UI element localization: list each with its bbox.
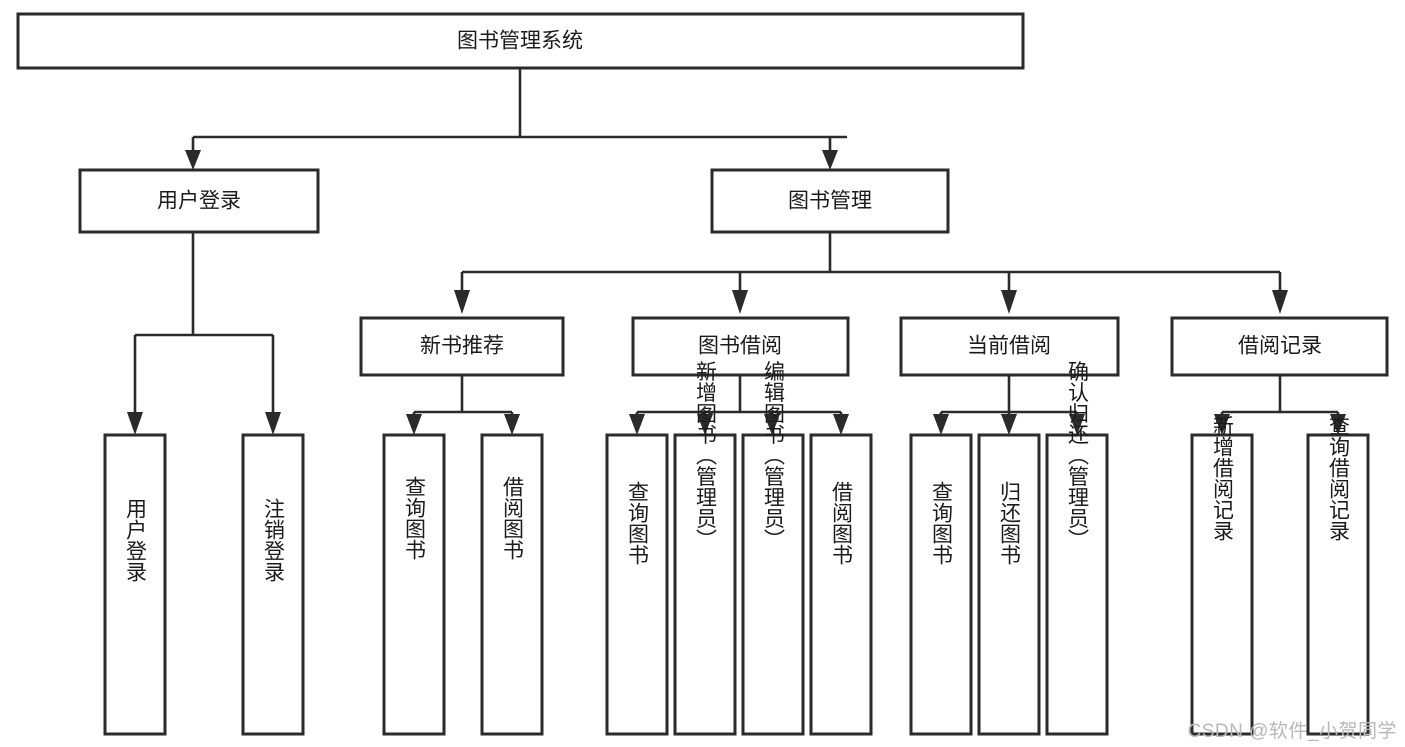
arrow-head-icon (1214, 414, 1230, 435)
leaf-book-borrow-3-label: 编辑图书（管理员） (762, 361, 786, 550)
leaf-new-book-2-label: 借阅图书 (501, 476, 525, 560)
connector-root-to-level1 (185, 68, 847, 170)
node-borrow-record[interactable]: 借阅记录 (1170, 316, 1389, 377)
leaf-current-borrow-3-label: 确认归还（管理员） (1066, 361, 1090, 550)
leaf-new-book-1-label: 查询图书 (403, 476, 427, 560)
leaf-new-book-1[interactable]: 查询图书 (382, 433, 446, 736)
leaf-borrow-record-1-label: 新增借阅记录 (1211, 415, 1235, 541)
connector-userlogin-to-leaves (127, 232, 281, 435)
connector-newbook-to-leaves (406, 375, 520, 435)
leaf-user-login-2-label: 注销登录 (262, 498, 286, 582)
leaf-book-borrow-4[interactable]: 借阅图书 (809, 433, 873, 736)
arrow-head-icon (732, 290, 748, 314)
node-root-label: 图书管理系统 (457, 30, 583, 53)
node-root[interactable]: 图书管理系统 (16, 12, 1025, 70)
leaf-book-borrow-2-label: 新增图书（管理员） (694, 361, 718, 550)
leaf-book-borrow-4-label: 借阅图书 (830, 481, 854, 565)
leaf-user-login-2[interactable]: 注销登录 (241, 433, 305, 736)
arrow-head-icon (504, 414, 520, 435)
leaf-borrow-record-2[interactable]: 查询借阅记录 (1306, 415, 1370, 736)
leaf-book-borrow-3[interactable]: 编辑图书（管理员） (741, 361, 805, 736)
arrow-head-icon (1001, 290, 1017, 314)
leaf-current-borrow-2-label: 归还图书 (998, 481, 1022, 565)
leaf-borrow-record-2-label: 查询借阅记录 (1327, 415, 1351, 541)
leaf-book-borrow-1[interactable]: 查询图书 (605, 433, 669, 736)
arrow-head-icon (833, 414, 849, 435)
node-user-login[interactable]: 用户登录 (78, 168, 320, 234)
leaf-current-borrow-2[interactable]: 归还图书 (977, 433, 1041, 736)
connector-bookmgmt-to-level2 (454, 232, 1288, 314)
node-user-login-label: 用户登录 (157, 190, 241, 213)
arrow-head-icon (127, 412, 143, 435)
connector-bookborrow-to-leaves (629, 375, 849, 435)
arrow-head-icon (265, 412, 281, 435)
arrow-head-icon (697, 414, 713, 435)
leaf-user-login-1[interactable]: 用户登录 (103, 433, 167, 736)
leaf-new-book-2[interactable]: 借阅图书 (480, 433, 544, 736)
arrow-head-icon (764, 414, 780, 435)
node-borrow-record-label: 借阅记录 (1238, 335, 1322, 358)
node-current-borrow[interactable]: 当前借阅 (899, 316, 1120, 377)
leaf-book-borrow-2[interactable]: 新增图书（管理员） (673, 361, 737, 736)
arrow-head-icon (1069, 414, 1085, 435)
arrow-head-icon (822, 150, 838, 170)
arrow-head-icon (629, 414, 645, 435)
node-book-borrow-label: 图书借阅 (698, 335, 782, 358)
arrow-head-icon (454, 290, 470, 314)
connector-borrowrecord-to-leaves (1214, 375, 1346, 435)
leaf-current-borrow-3[interactable]: 确认归还（管理员） (1045, 361, 1109, 736)
node-book-management[interactable]: 图书管理 (710, 168, 950, 234)
node-book-management-label: 图书管理 (788, 190, 872, 213)
node-current-borrow-label: 当前借阅 (967, 335, 1051, 358)
arrow-head-icon (406, 414, 422, 435)
arrow-head-icon (933, 414, 949, 435)
arrow-head-icon (1330, 414, 1346, 435)
arrow-head-icon (185, 150, 201, 170)
arrow-head-icon (1001, 414, 1017, 435)
leaf-book-borrow-1-label: 查询图书 (626, 481, 650, 565)
leaf-borrow-record-1[interactable]: 新增借阅记录 (1190, 415, 1254, 736)
leaf-current-borrow-1-label: 查询图书 (930, 481, 954, 565)
leaf-user-login-1-label: 用户登录 (124, 498, 148, 582)
node-new-book-recommend[interactable]: 新书推荐 (359, 316, 565, 377)
arrow-head-icon (1272, 290, 1288, 314)
leaf-current-borrow-1[interactable]: 查询图书 (909, 433, 973, 736)
watermark-text: CSDN @软件_小贺同学 (1187, 721, 1397, 742)
connector-currentborrow-to-leaves (933, 375, 1085, 435)
node-new-book-recommend-label: 新书推荐 (420, 335, 504, 358)
node-book-borrow[interactable]: 图书借阅 (631, 316, 850, 377)
